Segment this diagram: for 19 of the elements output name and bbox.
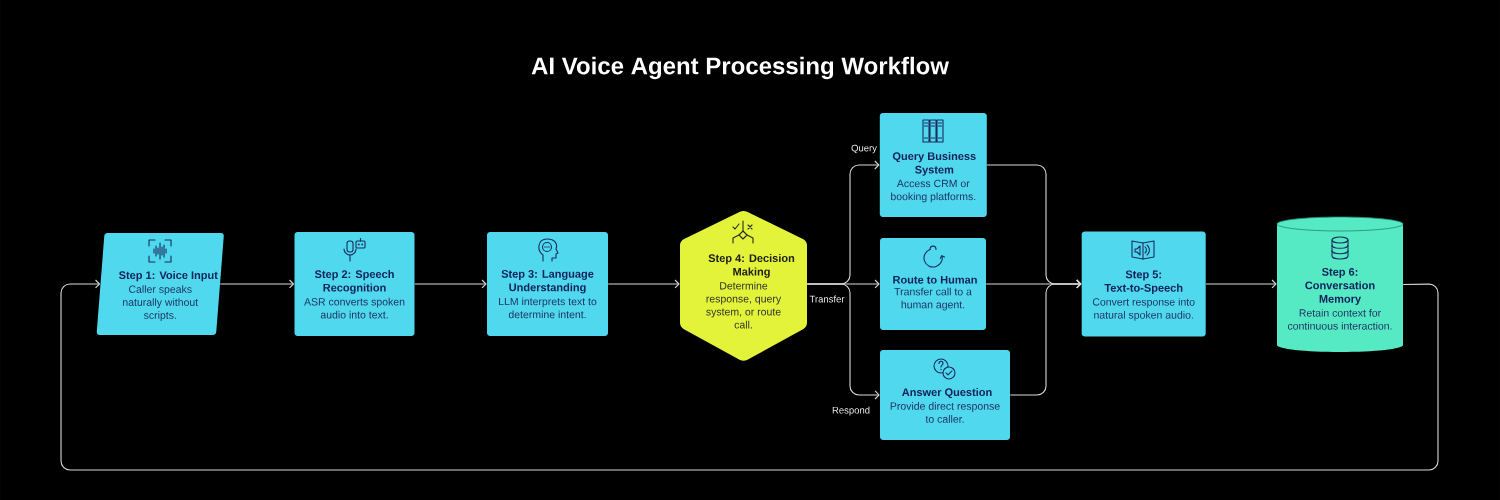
process-box: Step 5: Text-to-Speech Convert response into natural spoken audio. bbox=[1081, 231, 1206, 337]
process-box: Query Business System Access CRM or booking platforms. bbox=[879, 113, 987, 217]
decision-hexagon: Step 4: Decision Making Determine response, query system, or route call. bbox=[680, 211, 807, 361]
process-box: Step 3: Language Understanding LLM interprets text to determine intent. bbox=[487, 232, 608, 336]
edge-label: Transfer bbox=[808, 294, 846, 304]
database-cylinder: Step 6: Conversation Memory Retain context for continuous interaction. bbox=[1276, 216, 1404, 352]
process-box: Answer Question Provide direct response to caller. bbox=[880, 350, 1010, 440]
arrow bbox=[414, 279, 487, 289]
arrow bbox=[1205, 279, 1277, 289]
arrow bbox=[806, 283, 880, 400]
process-box: Route to Human Transfer call to a human agent. bbox=[880, 238, 986, 330]
process-box: Step 2: Speech Recognition ASR converts spoken audio into text. bbox=[294, 232, 415, 336]
arrow bbox=[219, 279, 295, 289]
arrow bbox=[1009, 279, 1082, 396]
title: AI Voice Agent Processing Workflow bbox=[531, 56, 949, 80]
arrow bbox=[607, 279, 680, 289]
edge-label: Respond bbox=[831, 405, 871, 417]
arrow bbox=[60, 279, 1439, 471]
edge-label: Query bbox=[850, 143, 878, 155]
